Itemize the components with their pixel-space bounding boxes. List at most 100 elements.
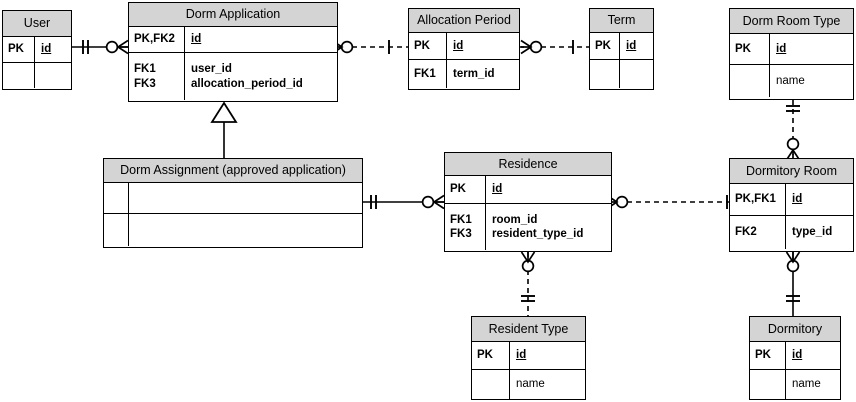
attribute-name: type_id <box>792 226 833 239</box>
attribute-name: id <box>626 39 637 52</box>
attribute-row: PK id <box>590 33 653 60</box>
attribute-cell: id <box>770 34 853 64</box>
attribute-cell: id <box>35 37 71 62</box>
key-cell: FK2 <box>730 216 786 249</box>
attribute-name: id <box>191 33 202 46</box>
attribute-cell: id <box>786 342 840 369</box>
key-cell: PK <box>3 37 35 62</box>
attribute-cell: name <box>510 370 585 399</box>
attribute-cell: term_id <box>447 60 519 88</box>
entity-title: Dorm Application <box>129 3 337 27</box>
key-cell: FK1 FK3 <box>445 204 486 250</box>
key-cell <box>472 370 510 399</box>
attribute-cell: user_id allocation_period_id <box>185 53 337 100</box>
attribute-cell: id <box>447 33 519 59</box>
key-cell: PK <box>409 33 447 59</box>
entity-title: Resident Type <box>472 317 585 342</box>
key-cell <box>104 214 129 246</box>
relationship-dormassignment-residence <box>363 194 445 210</box>
attribute-name: id <box>453 39 464 52</box>
entity-body: PK,FK1 id FK2 type_id <box>730 184 853 249</box>
attribute-row: user_id FK1 FK3 user_id allocation_perio… <box>129 53 337 100</box>
key-label-2: FK3 <box>134 77 156 90</box>
key-cell: PK,FK1 <box>730 184 786 215</box>
attribute-row: PK id <box>445 176 611 204</box>
key-label-1: FK1 <box>134 63 156 76</box>
entity-body: PK id <box>590 33 653 88</box>
key-cell <box>730 65 770 97</box>
entity-title: Residence <box>445 153 611 176</box>
attribute-cell <box>129 214 362 246</box>
key-cell: PK,FK2 <box>129 27 185 52</box>
entity-body: PK id name <box>730 34 853 97</box>
key-cell <box>104 183 129 213</box>
entity-residence[interactable]: Residence PK id FK1 FK3 room_id resident… <box>444 152 612 252</box>
attribute-row: PK id <box>3 37 71 63</box>
relationship-allocationperiod-term <box>519 39 589 55</box>
attribute-name: id <box>516 349 527 362</box>
attribute-name: resident_type_id <box>492 228 584 240</box>
entity-user[interactable]: User PK id <box>2 10 72 90</box>
attribute-cell: id <box>486 176 611 203</box>
entity-title: Term <box>590 9 653 33</box>
entity-body: PK id name <box>472 342 585 399</box>
relationship-dormroomtype-dormitoryroom <box>785 100 801 161</box>
entity-resident-type[interactable]: Resident Type PK id name <box>471 316 586 400</box>
attribute-row: FK1 term_id <box>409 60 519 88</box>
attribute-cell <box>620 60 653 88</box>
attribute-cell: id <box>620 33 653 59</box>
entity-dormitory-room[interactable]: Dormitory Room PK,FK1 id FK2 type_id <box>729 158 854 252</box>
relationship-user-dormapplication <box>72 39 129 55</box>
key-cell: FK1 <box>409 60 447 88</box>
attribute-cell <box>35 63 71 88</box>
attribute-name: allocation_period_id <box>191 77 303 90</box>
relationship-residence-dormitoryroom <box>605 194 736 210</box>
entity-body: PK id FK1 FK3 room_id resident_type_id <box>445 176 611 250</box>
attribute-cell: id <box>510 342 585 369</box>
attribute-row: PK id <box>730 34 853 65</box>
attribute-name: id <box>792 193 803 206</box>
key-cell: PK <box>445 176 486 203</box>
attribute-cell: id <box>185 27 337 52</box>
key-label-1: FK1 <box>450 213 472 226</box>
entity-dorm-assignment[interactable]: Dorm Assignment (approved application) <box>103 158 363 248</box>
attribute-cell: name <box>770 65 853 97</box>
entity-term[interactable]: Term PK id <box>589 8 654 90</box>
entity-dorm-application[interactable]: Dorm Application PK,FK2 id user_id FK1 F… <box>128 2 338 102</box>
attribute-name: name <box>516 378 545 391</box>
attribute-row <box>104 214 362 246</box>
entity-dormitory[interactable]: Dormitory PK id name <box>749 316 841 400</box>
attribute-row <box>3 63 71 88</box>
key-cell: PK <box>590 33 620 59</box>
entity-body: PK id <box>3 37 71 88</box>
entity-allocation-period[interactable]: Allocation Period PK id FK1 term_id <box>408 8 520 90</box>
attribute-row: PK id <box>750 342 840 370</box>
attribute-row: FK1 FK3 room_id resident_type_id <box>445 204 611 250</box>
entity-title: Allocation Period <box>409 9 519 33</box>
relationship-inheritance-dormassignment-dormapplication <box>210 101 238 158</box>
attribute-cell: room_id resident_type_id <box>486 204 611 250</box>
entity-body: PK id FK1 term_id <box>409 33 519 88</box>
attribute-name: term_id <box>453 67 495 80</box>
attribute-cell: type_id <box>786 216 853 249</box>
attribute-cell: name <box>786 370 840 399</box>
attribute-row: PK id <box>472 342 585 370</box>
attribute-name: room_id <box>492 213 538 226</box>
key-label-2: FK3 <box>450 228 472 240</box>
attribute-row: PK,FK2 id <box>129 27 337 53</box>
entity-body: PK id name <box>750 342 840 399</box>
entity-title: Dorm Assignment (approved application) <box>104 159 362 183</box>
attribute-name: id <box>41 43 52 56</box>
entity-dorm-room-type[interactable]: Dorm Room Type PK id name <box>729 8 854 100</box>
attribute-cell <box>129 183 362 213</box>
key-cell <box>3 63 35 88</box>
attribute-row: name <box>730 65 853 97</box>
attribute-row: name <box>750 370 840 399</box>
attribute-name: id <box>492 183 503 196</box>
relationship-dormapplication-allocationperiod <box>331 39 408 55</box>
entity-title: User <box>3 11 71 37</box>
attribute-name: id <box>776 42 787 55</box>
key-cell: PK <box>750 342 786 369</box>
